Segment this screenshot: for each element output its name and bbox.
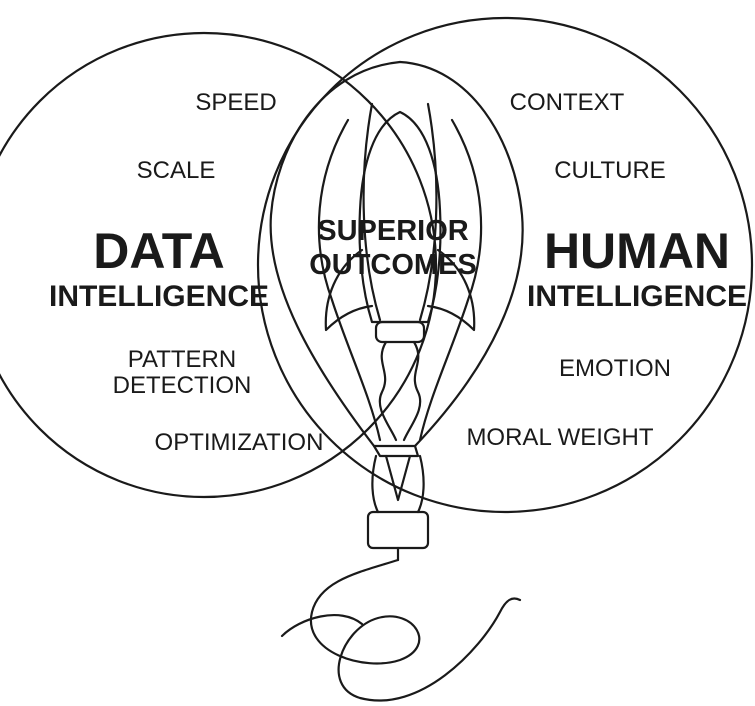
right-item-culture: CULTURE	[554, 157, 666, 184]
center-line-outcomes: OUTCOMES	[309, 249, 477, 281]
left-item-optimization: OPTIMIZATION	[155, 429, 324, 456]
hot-air-balloon-icon	[269, 60, 524, 702]
right-circle	[256, 16, 754, 514]
left-title-intelligence: INTELLIGENCE	[49, 280, 269, 313]
right-title-human: HUMAN	[544, 223, 730, 279]
left-item-pattern: PATTERN	[128, 346, 236, 373]
right-title-intelligence: INTELLIGENCE	[527, 280, 747, 313]
right-item-emotion: EMOTION	[559, 355, 671, 382]
left-circle	[0, 31, 438, 499]
rocket-icon	[324, 110, 476, 442]
right-item-context: CONTEXT	[510, 89, 625, 116]
left-item-scale: SCALE	[137, 157, 216, 184]
left-item-detection: DETECTION	[113, 372, 252, 399]
right-item-moral-weight: MORAL WEIGHT	[466, 424, 653, 451]
center-line-superior: SUPERIOR	[317, 215, 469, 247]
left-item-speed: SPEED	[195, 89, 276, 116]
left-title-data: DATA	[93, 223, 224, 279]
